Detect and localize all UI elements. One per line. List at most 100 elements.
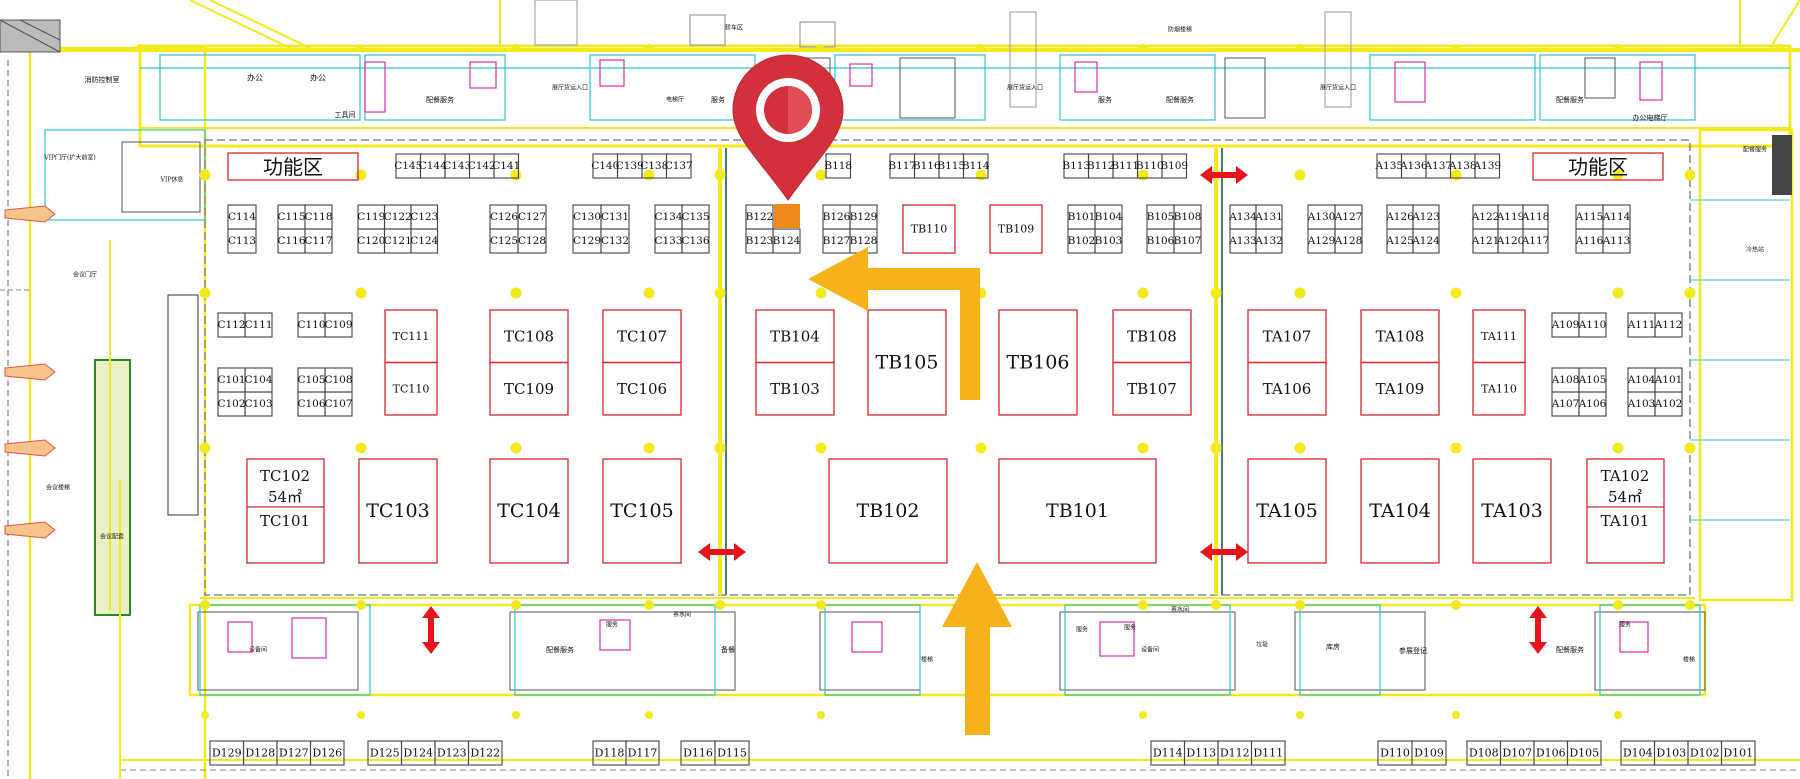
- booth-b101[interactable]: B101: [1067, 204, 1096, 230]
- booth-c108[interactable]: C108: [324, 367, 353, 393]
- booth-ta106[interactable]: TA106: [1247, 361, 1327, 416]
- booth-d117[interactable]: D117: [625, 740, 660, 766]
- booth-d122[interactable]: D122: [467, 740, 503, 766]
- booth-ta105[interactable]: TA105: [1247, 458, 1327, 564]
- booth-b105[interactable]: B105: [1146, 204, 1175, 230]
- booth-c136[interactable]: C136: [681, 228, 710, 254]
- booth-c135[interactable]: C135: [681, 204, 710, 230]
- booth-a126[interactable]: A126: [1385, 204, 1414, 230]
- booth-a127[interactable]: A127: [1334, 204, 1363, 230]
- booth-c123[interactable]: C123: [410, 204, 438, 230]
- booth-c116[interactable]: C116: [277, 228, 306, 254]
- booth-c133[interactable]: C133: [654, 228, 683, 254]
- booth-d106[interactable]: D106: [1533, 740, 1569, 766]
- booth-c131[interactable]: C131: [600, 204, 630, 230]
- booth-c103[interactable]: C103: [244, 391, 273, 417]
- booth-d125[interactable]: D125: [367, 740, 403, 766]
- booth-b114[interactable]: B114: [962, 153, 990, 179]
- booth-b118[interactable]: B118: [824, 153, 852, 179]
- booth-ta107[interactable]: TA107: [1247, 309, 1327, 364]
- booth-d118[interactable]: D118: [592, 740, 627, 766]
- booth-c137[interactable]: C137: [665, 153, 693, 179]
- booth-ta104[interactable]: TA104: [1360, 458, 1440, 564]
- booth-a109[interactable]: A109: [1551, 312, 1580, 338]
- booth-c125[interactable]: C125: [489, 228, 519, 254]
- booth-a125[interactable]: A125: [1385, 228, 1414, 254]
- booth-tc107[interactable]: TC107: [602, 309, 682, 364]
- booth-b108[interactable]: B108: [1173, 204, 1202, 230]
- booth-a113[interactable]: A113: [1602, 228, 1631, 254]
- booth-a101[interactable]: A101: [1654, 367, 1683, 393]
- booth-c134[interactable]: C134: [654, 204, 683, 230]
- booth-a116[interactable]: A116: [1575, 228, 1604, 254]
- booth-d109[interactable]: D109: [1411, 740, 1447, 766]
- booth-tc103[interactable]: TC103: [358, 458, 438, 564]
- booth-a106[interactable]: A106: [1578, 391, 1607, 417]
- booth-b122[interactable]: B122: [745, 204, 774, 230]
- booth-b109[interactable]: B109: [1160, 153, 1188, 179]
- booth-b103[interactable]: B103: [1094, 228, 1123, 254]
- booth-a104[interactable]: A104: [1627, 367, 1656, 393]
- booth-tb105[interactable]: TB105: [867, 309, 947, 416]
- booth-a111[interactable]: A111: [1627, 312, 1656, 338]
- booth-a133[interactable]: A133: [1228, 228, 1257, 254]
- booth-d124[interactable]: D124: [400, 740, 436, 766]
- booth-tc109[interactable]: TC109: [489, 361, 569, 416]
- booth-c141[interactable]: C141: [492, 153, 520, 179]
- booth-d115[interactable]: D115: [714, 740, 750, 766]
- booth-c127[interactable]: C127: [517, 204, 547, 230]
- booth-ta103[interactable]: TA103: [1472, 458, 1552, 564]
- booth-a118[interactable]: A118: [1521, 204, 1550, 230]
- booth-b123[interactable]: B123: [745, 228, 774, 254]
- booth-c126[interactable]: C126: [489, 204, 519, 230]
- booth-ta110[interactable]: TA110: [1472, 361, 1526, 416]
- booth-tb102[interactable]: TB102: [828, 458, 948, 564]
- booth-tc110[interactable]: TC110: [384, 361, 438, 416]
- booth-a132[interactable]: A132: [1254, 228, 1283, 254]
- booth-c110[interactable]: C110: [297, 312, 326, 338]
- booth-c109[interactable]: C109: [324, 312, 353, 338]
- booth-c115[interactable]: C115: [277, 204, 306, 230]
- booth-d129[interactable]: D129: [209, 740, 245, 766]
- booth-d104[interactable]: D104: [1620, 740, 1656, 766]
- booth-c124[interactable]: C124: [410, 228, 439, 254]
- booth-c106[interactable]: C106: [297, 391, 326, 417]
- booth-d103[interactable]: D103: [1653, 740, 1689, 766]
- booth-b124[interactable]: B124: [772, 228, 801, 254]
- booth-tc111[interactable]: TC111: [384, 309, 438, 364]
- booth-c118[interactable]: C118: [304, 204, 333, 230]
- booth-b107[interactable]: B107: [1173, 228, 1202, 254]
- booth-d108[interactable]: D108: [1466, 740, 1502, 766]
- booth-tb103[interactable]: TB103: [755, 361, 835, 416]
- booth-tc106[interactable]: TC106: [602, 361, 682, 416]
- booth-a123[interactable]: A123: [1411, 204, 1440, 230]
- booth-d111[interactable]: D111: [1250, 740, 1286, 766]
- booth-a108[interactable]: A108: [1551, 367, 1580, 393]
- booth-tb104[interactable]: TB104: [755, 309, 835, 364]
- booth-c130[interactable]: C130: [572, 204, 602, 230]
- booth-c128[interactable]: C128: [517, 228, 547, 254]
- booth-a139[interactable]: A139: [1472, 153, 1501, 179]
- booth-d112[interactable]: D112: [1217, 740, 1253, 766]
- booth-c113[interactable]: C113: [227, 228, 257, 254]
- booth-c122[interactable]: C122: [384, 204, 412, 230]
- booth-a105[interactable]: A105: [1578, 367, 1607, 393]
- booth-c104[interactable]: C104: [244, 367, 273, 393]
- booth-c117[interactable]: C117: [304, 228, 333, 254]
- booth-a112[interactable]: A112: [1654, 312, 1683, 338]
- booth-a129[interactable]: A129: [1307, 228, 1336, 254]
- booth-c120[interactable]: C120: [357, 228, 385, 254]
- booth-tb110[interactable]: TB110: [902, 204, 956, 254]
- booth-a103[interactable]: A103: [1627, 391, 1656, 417]
- booth-d101[interactable]: D101: [1720, 740, 1756, 766]
- booth-ta111[interactable]: TA111: [1472, 309, 1526, 364]
- booth-a114[interactable]: A114: [1602, 204, 1631, 230]
- booth-d116[interactable]: D116: [680, 740, 716, 766]
- booth-a124[interactable]: A124: [1411, 228, 1440, 254]
- booth-b128[interactable]: B128: [849, 228, 878, 254]
- booth-ta108[interactable]: TA108: [1360, 309, 1440, 364]
- booth-tb101[interactable]: TB101: [998, 458, 1157, 564]
- booth-a115[interactable]: A115: [1575, 204, 1604, 230]
- booth-a117[interactable]: A117: [1521, 228, 1550, 254]
- booth-c102[interactable]: C102: [217, 391, 246, 417]
